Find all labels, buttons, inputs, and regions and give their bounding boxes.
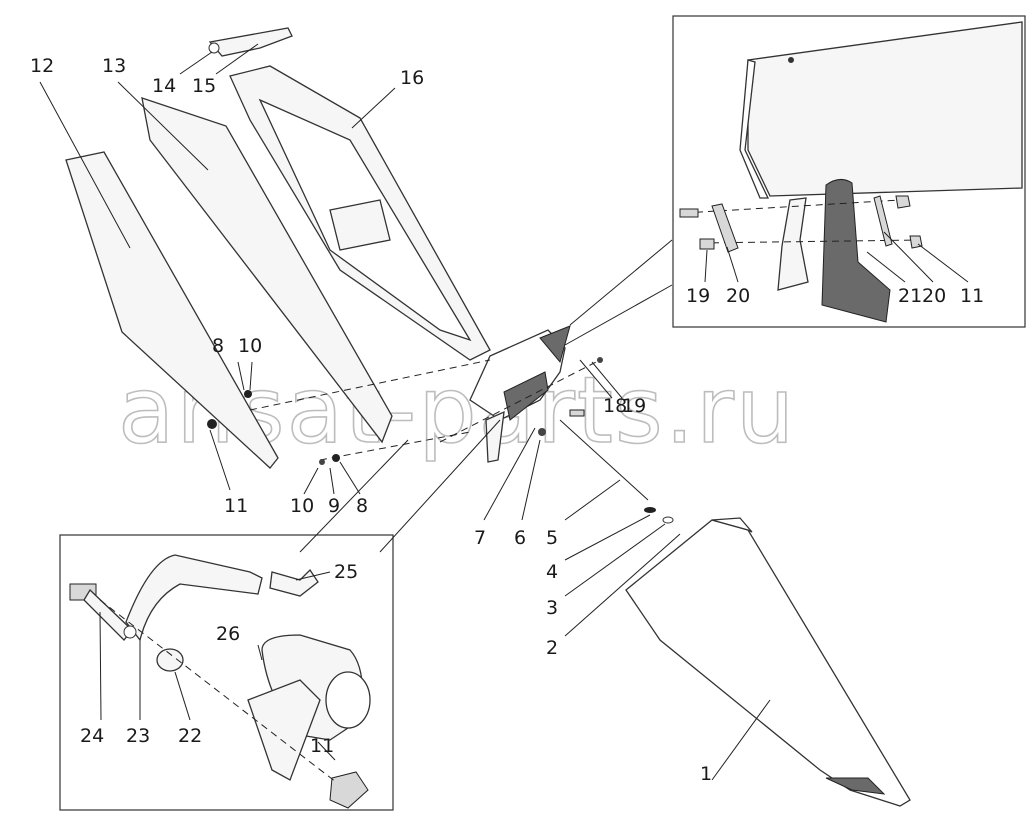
callout-15: 15 [192,75,216,97]
callout-12: 12 [30,55,54,77]
callout-10-lower: 10 [290,495,314,517]
callout-14: 14 [152,75,176,97]
callout-8-lower: 8 [356,495,368,517]
callout-20-right: 20 [922,285,946,307]
part-16-frame [229,65,491,361]
detail-box-bottom [59,534,394,811]
callout-11-detail: 11 [310,735,334,757]
detail-box-top [672,15,1026,328]
part-13-panel [117,81,393,444]
callout-25: 25 [334,561,358,583]
part-12-cover [39,81,279,469]
callout-19-main: 19 [622,395,646,417]
callout-16: 16 [400,67,424,89]
callout-3: 3 [546,597,558,619]
center-bracket [469,239,673,463]
callout-20-left: 20 [726,285,750,307]
callout-2: 2 [546,637,558,659]
callout-8-upper: 8 [212,335,224,357]
callout-26: 26 [216,623,240,645]
part-1-divider [625,517,911,807]
callout-21: 21 [898,285,922,307]
callout-18: 18 [603,395,627,417]
callout-labels: 1 2 3 4 5 6 7 8 8 9 10 10 11 11 11 12 13… [30,55,984,785]
callout-10-upper: 10 [238,335,262,357]
callout-6: 6 [514,527,526,549]
callout-24: 24 [80,725,104,747]
callout-23: 23 [126,725,150,747]
callout-4: 4 [546,561,558,583]
callout-1: 1 [700,763,712,785]
callout-11-left: 11 [224,495,248,517]
part-14-15-hinge [179,27,293,75]
callout-5: 5 [546,527,558,549]
callout-22: 22 [178,725,202,747]
hardware-lines [207,357,681,637]
callout-11-top: 11 [960,285,984,307]
callout-9: 9 [328,495,340,517]
callout-7: 7 [474,527,486,549]
callout-13: 13 [102,55,126,77]
callout-19-detail: 19 [686,285,710,307]
